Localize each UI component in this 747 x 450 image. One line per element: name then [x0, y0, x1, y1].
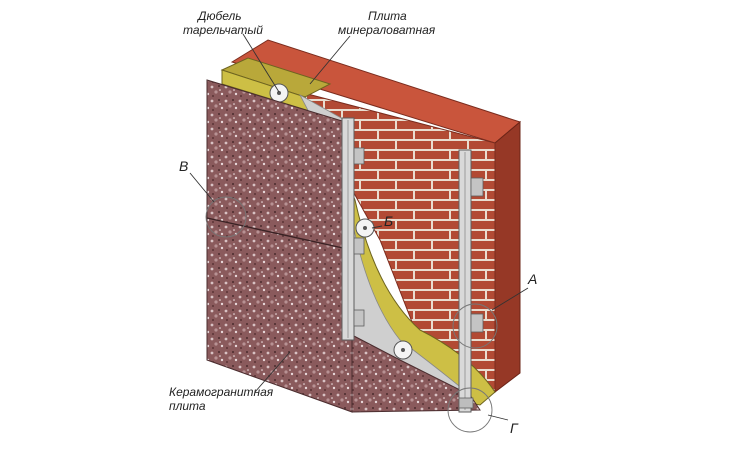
label-b: Б — [384, 213, 393, 229]
label-wool-line2: минераловатная — [338, 23, 436, 37]
dowel-middle — [355, 218, 375, 238]
callout-circle-v — [205, 196, 247, 238]
tile-lower-right — [351, 334, 481, 413]
label-wool-line1: Плита — [368, 9, 407, 23]
leader-lines — [189, 33, 529, 421]
porcelain-tiles — [206, 79, 481, 413]
callout-circle-a — [452, 303, 498, 349]
callout-circle-g — [447, 387, 493, 433]
leader-a — [491, 287, 529, 311]
leader-dowel — [242, 33, 280, 93]
tile-joint — [206, 217, 353, 251]
label-dowel-line2: тарельчатый — [183, 23, 263, 37]
leader-wool — [309, 35, 351, 85]
label-a: А — [527, 271, 537, 287]
leader-b — [371, 225, 383, 229]
rail-left — [341, 117, 365, 341]
tile-large — [206, 79, 353, 413]
wall-side-face — [494, 120, 521, 394]
label-tile-line1: Керамогранитная — [169, 385, 274, 399]
callout-circles — [205, 196, 498, 433]
dowel-top — [269, 83, 289, 103]
leader-v — [189, 172, 215, 203]
leader-g — [487, 414, 509, 421]
dowels — [269, 83, 413, 360]
label-g: Г — [510, 420, 519, 436]
dowel-bottom — [393, 340, 413, 360]
label-tile-line2: плита — [169, 399, 206, 413]
label-v: В — [179, 158, 188, 174]
labels: Дюбель тарельчатый Плита минераловатная … — [169, 9, 537, 436]
label-dowel-line1: Дюбель — [196, 9, 242, 23]
leader-tile — [254, 351, 291, 393]
